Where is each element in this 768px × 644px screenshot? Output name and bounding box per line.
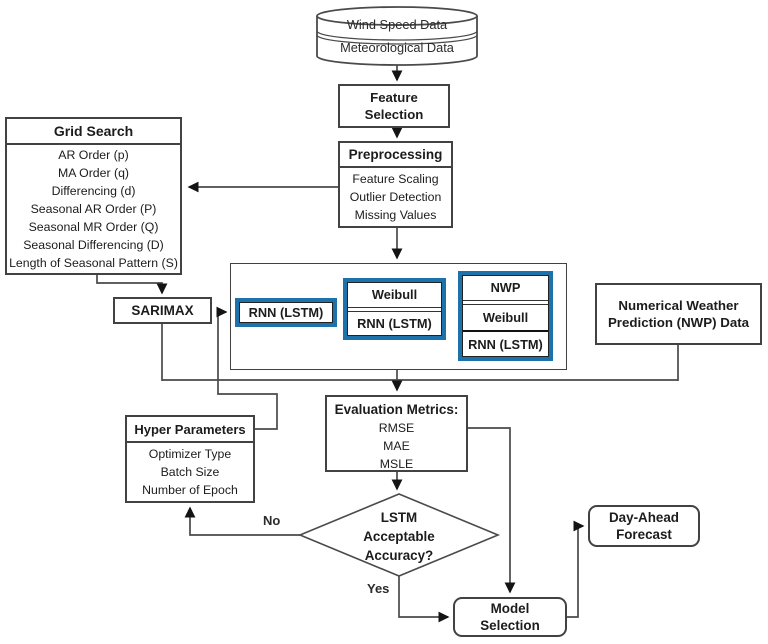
- grid-search-item: MA Order (q): [57, 166, 130, 180]
- nwp-data-line2: Prediction (NWP) Data: [607, 315, 750, 330]
- day-ahead-line2: Forecast: [616, 527, 672, 542]
- model-rnn-lstm: RNN (LSTM): [235, 298, 337, 327]
- edge-grid-search-to-sarimax: [96, 275, 168, 295]
- model-selection-line1: Model: [490, 601, 530, 616]
- cylinder-label-wind-speed: Wind Speed Data: [346, 17, 448, 32]
- preprocessing-items: Feature Scaling Outlier Detection Missin…: [340, 168, 451, 226]
- nwp-data-node: Numerical Weather Prediction (NWP) Data: [595, 283, 762, 345]
- edge-label-yes: Yes: [367, 581, 390, 596]
- hyper-parameters-item: Number of Epoch: [142, 483, 238, 497]
- edge-label-no: No: [263, 513, 281, 528]
- hyper-parameters-node: Hyper Parameters Optimizer Type Batch Si…: [125, 415, 255, 503]
- grid-search-item: AR Order (p): [58, 148, 129, 162]
- model3-divider-top: [463, 300, 548, 305]
- model3-cell-weibull: Weibull: [482, 310, 529, 325]
- grid-search-items: AR Order (p) MA Order (q) Differencing (…: [7, 145, 180, 273]
- preprocessing-item: Feature Scaling: [352, 172, 439, 186]
- day-ahead-forecast-node: Day-Ahead Forecast: [588, 505, 700, 547]
- sarimax-node: SARIMAX: [113, 297, 212, 324]
- evaluation-item: RMSE: [378, 421, 415, 435]
- feature-selection-line2: Selection: [364, 107, 424, 122]
- decision-text: LSTM Acceptable Accuracy?: [320, 506, 478, 566]
- model1-cell-rnn-lstm: RNN (LSTM): [248, 305, 324, 320]
- feature-selection-line1: Feature: [370, 90, 418, 105]
- evaluation-items: RMSE MAE MSLE: [327, 419, 466, 473]
- preprocessing-item: Outlier Detection: [349, 190, 442, 204]
- grid-search-title: Grid Search: [7, 119, 180, 145]
- preprocessing-node: Preprocessing Feature Scaling Outlier De…: [338, 141, 453, 228]
- preprocessing-item: Missing Values: [354, 208, 437, 222]
- model2-cell-weibull: Weibull: [371, 286, 418, 302]
- grid-search-item: Differencing (d): [51, 184, 136, 198]
- edge-hyper-parameters-to-ensemble: [216, 306, 278, 430]
- model-weibull-rnn: Weibull RNN (LSTM): [343, 278, 446, 340]
- edge-no-to-hyper-parameters: [184, 506, 300, 536]
- model-nwp-weibull-rnn: NWP Weibull RNN (LSTM): [458, 271, 553, 361]
- ensemble-container: [230, 263, 567, 370]
- hyper-parameters-item: Optimizer Type: [148, 447, 232, 461]
- evaluation-item: MSLE: [379, 457, 414, 471]
- sarimax-label: SARIMAX: [131, 303, 194, 318]
- grid-search-item: Length of Seasonal Pattern (S): [9, 256, 178, 270]
- nwp-data-line1: Numerical Weather: [618, 298, 739, 313]
- hyper-parameters-title: Hyper Parameters: [127, 417, 253, 443]
- grid-search-item: Seasonal AR Order (P): [30, 202, 157, 216]
- grid-search-item: Seasonal MR Order (Q): [28, 220, 159, 234]
- evaluation-item: MAE: [383, 439, 410, 453]
- evaluation-title: Evaluation Metrics:: [334, 402, 459, 417]
- decision-diamond-shape: [297, 493, 501, 577]
- database-cylinder-shape: [316, 6, 478, 66]
- model2-divider: [348, 306, 441, 312]
- grid-search-node: Grid Search AR Order (p) MA Order (q) Di…: [5, 117, 182, 275]
- model3-cell-rnn-lstm: RNN (LSTM): [468, 337, 543, 352]
- decision-line3: Accuracy?: [364, 547, 434, 563]
- preprocessing-title: Preprocessing: [340, 143, 451, 168]
- decision-line2: Acceptable: [363, 528, 435, 544]
- model3-cell-nwp: NWP: [490, 280, 521, 295]
- model3-divider-bottom: [463, 330, 548, 332]
- edge-yes-to-model-selection: [398, 576, 450, 623]
- hyper-parameters-item: Batch Size: [160, 465, 220, 479]
- edge-model-selection-to-day-ahead: [567, 520, 585, 618]
- decision-line1: LSTM: [380, 509, 418, 525]
- model-selection-node: Model Selection: [453, 597, 567, 637]
- evaluation-metrics-node: Evaluation Metrics: RMSE MAE MSLE: [325, 395, 468, 472]
- edge-evaluation-to-model-selection: [468, 427, 516, 594]
- model2-cell-rnn-lstm: RNN (LSTM): [357, 316, 432, 332]
- hyper-parameters-items: Optimizer Type Batch Size Number of Epoc…: [127, 443, 253, 501]
- model-selection-line2: Selection: [480, 618, 540, 633]
- feature-selection-node: Feature Selection: [338, 84, 450, 128]
- grid-search-item: Seasonal Differencing (D): [23, 238, 164, 252]
- day-ahead-line1: Day-Ahead: [609, 510, 679, 525]
- cylinder-label-meteorological: Meteorological Data: [340, 40, 454, 55]
